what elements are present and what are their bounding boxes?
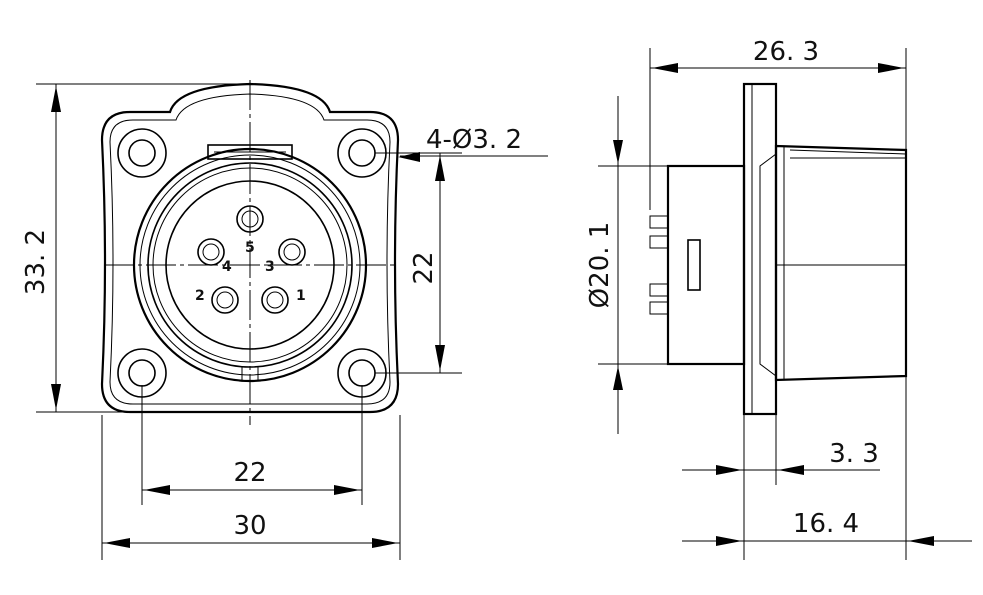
dimension-flange-thickness: 3. 3	[682, 414, 880, 560]
dim-text-hole-spacing-vertical: 22	[409, 251, 439, 284]
front-view: 5 4 3 2 1 33. 2 22 4-Ø3. 2	[21, 80, 548, 560]
rear-body	[666, 164, 746, 366]
front-barrel	[774, 144, 908, 382]
dimension-mount-holes: 4-Ø3. 2	[398, 125, 548, 162]
pin-label-3: 3	[265, 259, 275, 275]
flange-outline	[100, 82, 400, 414]
mount-hole-top-left	[117, 128, 167, 178]
dimension-overall-length: 26. 3	[649, 37, 907, 210]
dim-text-depth: 16. 4	[793, 509, 859, 539]
dimension-body-diameter: Ø20. 1	[585, 96, 668, 434]
dimension-depth: 16. 4	[682, 376, 972, 560]
pin-label-5: 5	[245, 240, 255, 256]
dim-text-hole-spacing-horizontal: 22	[233, 458, 266, 488]
pin-5	[236, 205, 264, 233]
pin-2	[211, 286, 239, 314]
dim-text-height: 33. 2	[21, 229, 51, 295]
flange-inner-outline	[109, 93, 391, 405]
dim-text-overall-length: 26. 3	[753, 37, 819, 67]
dimension-height: 33. 2	[21, 83, 250, 413]
pin-3	[278, 238, 306, 266]
dimension-hole-spacing-horizontal: 22	[141, 385, 363, 505]
side-view: 26. 3 Ø20. 1 3. 3 16. 4	[585, 37, 972, 560]
dim-text-flange-thickness: 3. 3	[829, 439, 879, 469]
pin-4	[197, 238, 225, 266]
dim-text-mount-holes: 4-Ø3. 2	[426, 125, 522, 155]
pin-label-4: 4	[222, 259, 232, 275]
dim-text-body-diameter: Ø20. 1	[585, 222, 615, 309]
dim-text-width: 30	[233, 511, 266, 541]
pin-label-1: 1	[296, 288, 306, 304]
dimension-hole-spacing-vertical: 22	[375, 152, 462, 374]
dimension-width: 30	[101, 415, 401, 560]
pin-1	[261, 286, 289, 314]
rear-terminals	[649, 215, 701, 315]
pin-label-2: 2	[195, 288, 205, 304]
